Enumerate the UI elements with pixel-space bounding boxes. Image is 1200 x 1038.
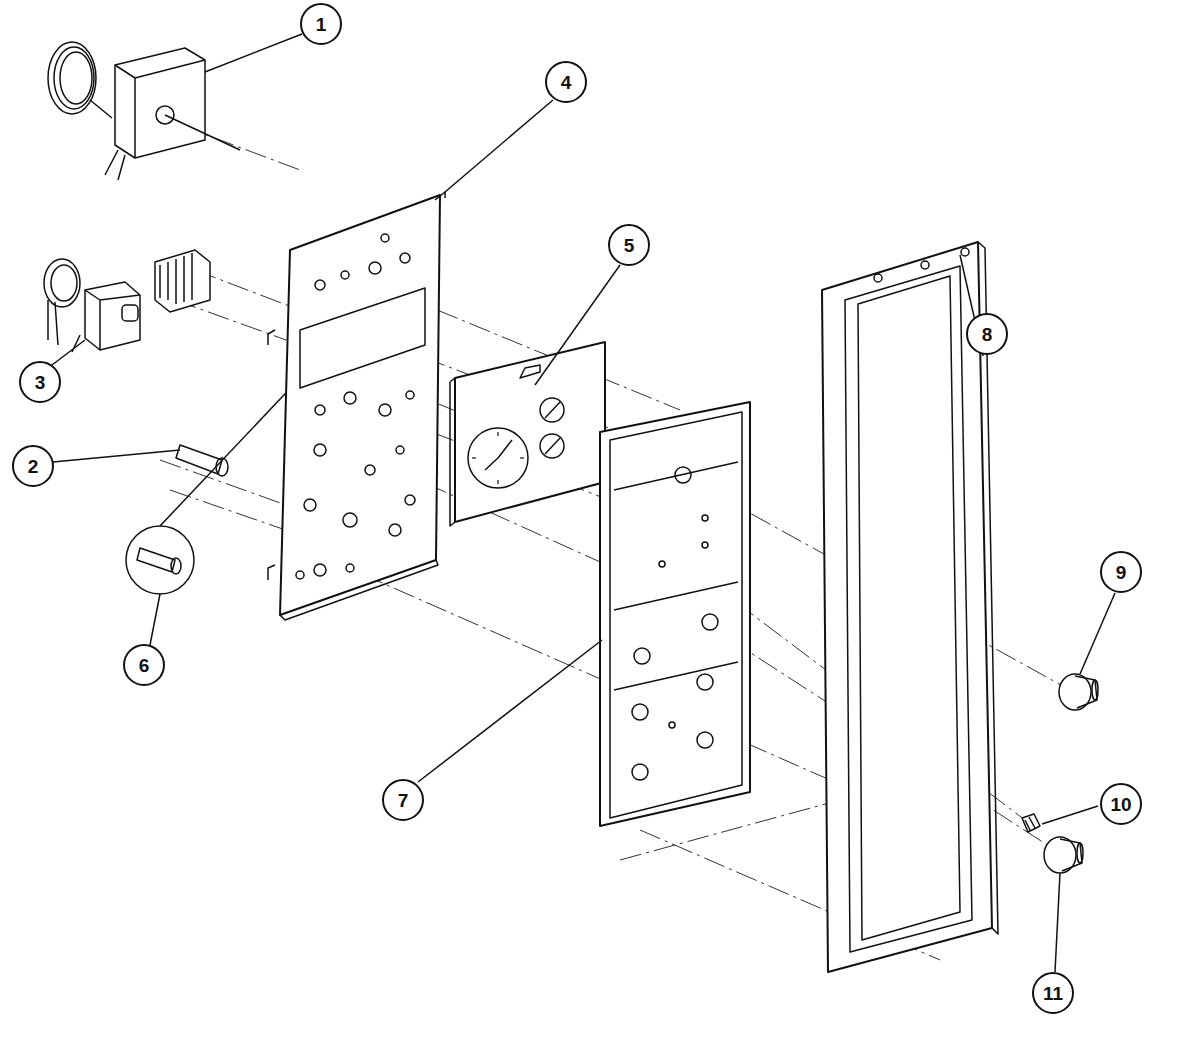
callout-circle: 6 xyxy=(123,644,165,686)
terminal-block xyxy=(155,250,210,312)
callout-circle: 7 xyxy=(382,779,424,821)
callout-number: 8 xyxy=(982,325,993,344)
lamp-part xyxy=(176,445,228,476)
trim-frame xyxy=(822,242,998,972)
callout-circle: 2 xyxy=(12,445,54,487)
callout-number: 2 xyxy=(28,457,39,476)
callout-circle: 11 xyxy=(1032,972,1074,1014)
thermostat-part xyxy=(48,42,240,180)
callout-circle: 10 xyxy=(1100,783,1142,825)
callout-number: 5 xyxy=(624,236,635,255)
callout-circle: 9 xyxy=(1100,551,1142,593)
callout-circle: 8 xyxy=(966,313,1008,355)
callout-circle: 5 xyxy=(608,224,650,266)
callout-circle: 1 xyxy=(300,3,342,45)
switch-part xyxy=(44,259,140,352)
callout-circle: 3 xyxy=(19,361,61,403)
callout-number: 7 xyxy=(398,791,409,810)
callout-number: 1 xyxy=(316,15,327,34)
callout-number: 3 xyxy=(35,373,46,392)
callout-circle: 4 xyxy=(545,61,587,103)
knobs xyxy=(1022,674,1098,873)
callout-number: 6 xyxy=(139,656,150,675)
callout-number: 11 xyxy=(1043,984,1063,1003)
callout-number: 4 xyxy=(561,73,572,92)
clock-module xyxy=(450,342,605,526)
mounting-panel xyxy=(268,192,445,620)
callout-number: 10 xyxy=(1110,795,1131,814)
detail-circle xyxy=(126,378,300,594)
callout-number: 9 xyxy=(1116,563,1127,582)
leader-lines xyxy=(52,34,1115,972)
faceplate xyxy=(600,402,750,826)
